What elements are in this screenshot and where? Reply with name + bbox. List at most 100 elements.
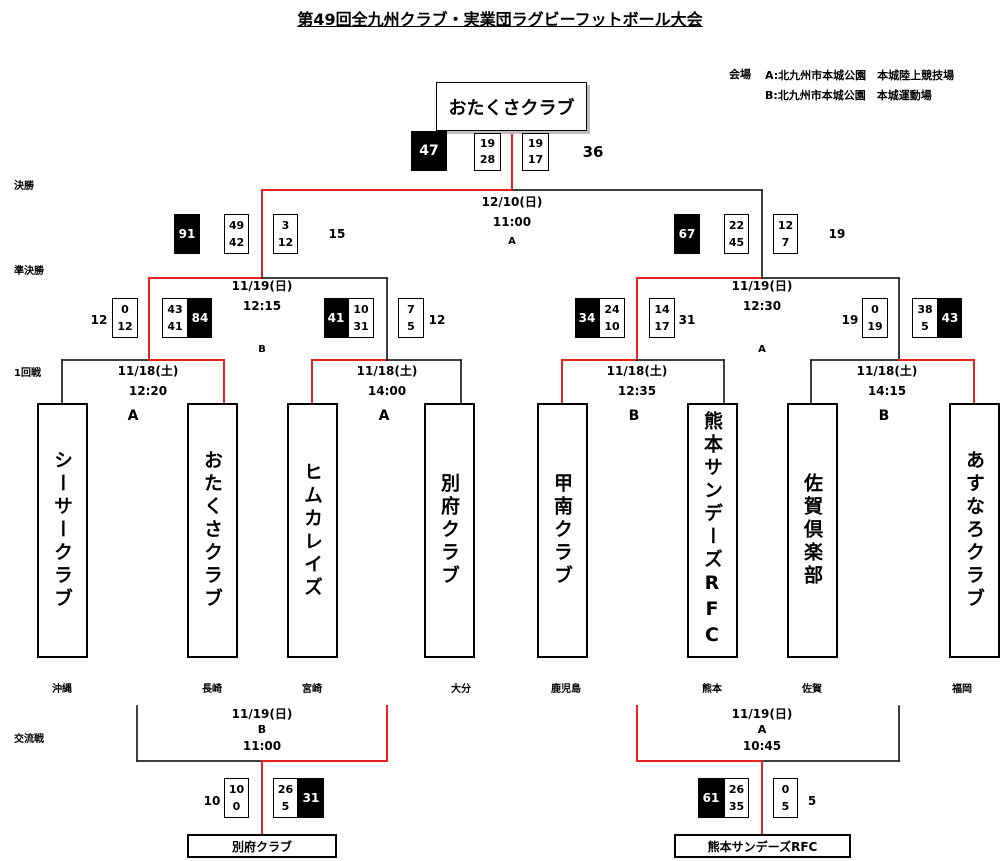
pref-label-saga: 佐賀: [802, 684, 822, 695]
team-box-kumamoto: 熊本サンデーズRFC: [687, 403, 738, 658]
ex2-left-h1: 26: [728, 783, 745, 796]
r1m1-time: 12:20: [128, 384, 168, 398]
pref-label-okinawa: 沖縄: [52, 684, 72, 695]
r1m4-venue: B: [878, 408, 890, 424]
r1m4-info: 11/18(土) 14:15: [857, 361, 918, 401]
final-right-halves: 19 17: [522, 133, 549, 171]
r1m3-right-halves: 14 17: [649, 298, 675, 338]
r1m2-left-h1: 10: [353, 303, 369, 316]
ex2-loser-total: 5: [807, 794, 817, 808]
final-time: 11:00: [492, 215, 532, 229]
sf2-loser-total: 19: [828, 227, 846, 241]
team-box-nagasaki: おたくさクラブ: [187, 403, 238, 658]
team-box-saga: 佐賀倶楽部: [787, 403, 838, 658]
ex2-venue: A: [757, 723, 767, 736]
ex1-right-h2: 5: [281, 800, 290, 813]
r1m3-left-h1: 24: [604, 303, 620, 316]
ex1-left-halves: 10 0: [224, 778, 249, 818]
sf1-time: 12:15: [242, 299, 282, 313]
r1m4-winner-total: 43: [938, 298, 962, 338]
ex1-time: 11:00: [242, 739, 282, 753]
champion-box: おたくさクラブ: [436, 82, 587, 131]
final-winner-total: 47: [411, 131, 447, 171]
pref-label-nagasaki: 長崎: [202, 684, 222, 695]
r1m4-right-halves: 38 5: [912, 298, 938, 338]
r1m3-winner-total: 34: [575, 298, 599, 338]
r1m3-loser-total: 31: [678, 313, 696, 327]
team-name: あすなろクラブ: [963, 450, 985, 611]
ex2-info: 11/19(日) A 10:45: [732, 706, 793, 754]
team-box-kagoshima: 甲南クラブ: [537, 403, 588, 658]
sf1-right-h2: 12: [277, 236, 294, 249]
page-title: 第49回全九州クラブ・実業団ラグビーフットボール大会: [297, 10, 703, 29]
team-box-fukuoka: あすなろクラブ: [949, 403, 1000, 658]
ex1-right-h1: 26: [277, 783, 294, 796]
r1m1-right-h1: 43: [167, 303, 183, 316]
r1m4-right-h1: 38: [917, 303, 933, 316]
r1m3-left-h2: 10: [604, 320, 620, 333]
r1m2-time: 14:00: [367, 384, 407, 398]
sf1-date: 11/19(日): [231, 279, 293, 293]
ex2-right-halves: 0 5: [773, 778, 798, 818]
r1m3-date: 11/18(土): [606, 364, 668, 378]
round-label-exchange: 交流戦: [14, 734, 44, 745]
r1m2-venue: A: [378, 408, 390, 424]
r1m1-left-h2: 12: [117, 320, 133, 333]
sf2-right-h1: 12: [777, 219, 794, 232]
team-name: 熊本サンデーズRFC: [701, 411, 723, 650]
r1m3-right-h2: 17: [654, 320, 670, 333]
round-label-semifinal: 準決勝: [14, 266, 44, 277]
final-left-h1: 19: [479, 137, 496, 150]
sf2-left-h1: 22: [728, 219, 745, 232]
team-name: 別府クラブ: [438, 473, 460, 588]
team-box-okinawa: シーサークラブ: [37, 403, 88, 658]
final-left-halves: 19 28: [474, 133, 501, 171]
sf2-left-h2: 45: [728, 236, 745, 249]
sf1-venue: B: [258, 344, 266, 355]
sf1-right-h1: 3: [281, 219, 290, 232]
ex2-date: 11/19(日): [731, 707, 793, 721]
sf1-info: 11/19(日) 12:15: [232, 276, 293, 316]
team-box-miyazaki: ヒムカレイズ: [287, 403, 338, 658]
final-venue: A: [508, 236, 516, 247]
r1m4-left-halves: 0 19: [862, 298, 888, 338]
r1m3-time: 12:35: [617, 384, 657, 398]
team-box-oita: 別府クラブ: [424, 403, 475, 658]
ex1-winner-box: 別府クラブ: [187, 834, 337, 858]
sf2-left-halves: 22 45: [724, 214, 749, 254]
r1m4-right-h2: 5: [921, 320, 929, 333]
r1m1-venue: A: [127, 408, 139, 424]
final-info: 12/10(日) 11:00 A: [482, 192, 543, 252]
r1m1-winner-total: 84: [188, 298, 212, 338]
team-name: シーサークラブ: [51, 450, 73, 611]
ex1-venue: B: [257, 723, 267, 736]
final-right-h1: 19: [527, 137, 544, 150]
r1m4-left-h2: 19: [867, 320, 883, 333]
r1m1-right-h2: 41: [167, 320, 183, 333]
venue-label: 会場: [729, 68, 751, 81]
team-name: 甲南クラブ: [551, 473, 573, 588]
team-name: おたくさクラブ: [201, 450, 223, 611]
ex1-right-halves: 26 5: [273, 778, 298, 818]
venue-a: A:北九州市本城公園 本城陸上競技場: [765, 69, 955, 82]
r1m4-date: 11/18(土): [856, 364, 918, 378]
r1m2-loser-total: 12: [428, 313, 446, 327]
final-loser-total: 36: [582, 143, 604, 161]
r1m4-left-h1: 0: [871, 303, 879, 316]
sf2-right-h2: 7: [781, 236, 790, 249]
r1m1-info: 11/18(土) 12:20: [118, 361, 179, 401]
pref-label-kagoshima: 鹿児島: [551, 684, 581, 695]
round-label-first: 1回戦: [14, 368, 41, 379]
ex2-right-h2: 5: [781, 800, 790, 813]
r1m4-loser-total: 19: [841, 313, 859, 327]
ex1-left-h1: 10: [228, 783, 245, 796]
ex2-left-h2: 35: [728, 800, 745, 813]
sf2-info: 11/19(日) 12:30: [732, 276, 793, 316]
r1m2-winner-total: 41: [324, 298, 348, 338]
r1m2-right-halves: 7 5: [398, 298, 424, 338]
ex1-info: 11/19(日) B 11:00: [232, 706, 293, 754]
final-right-h2: 17: [527, 153, 544, 166]
r1m1-left-h1: 0: [121, 303, 129, 316]
r1m1-right-halves: 43 41: [162, 298, 188, 338]
team-name: 佐賀倶楽部: [801, 473, 823, 588]
